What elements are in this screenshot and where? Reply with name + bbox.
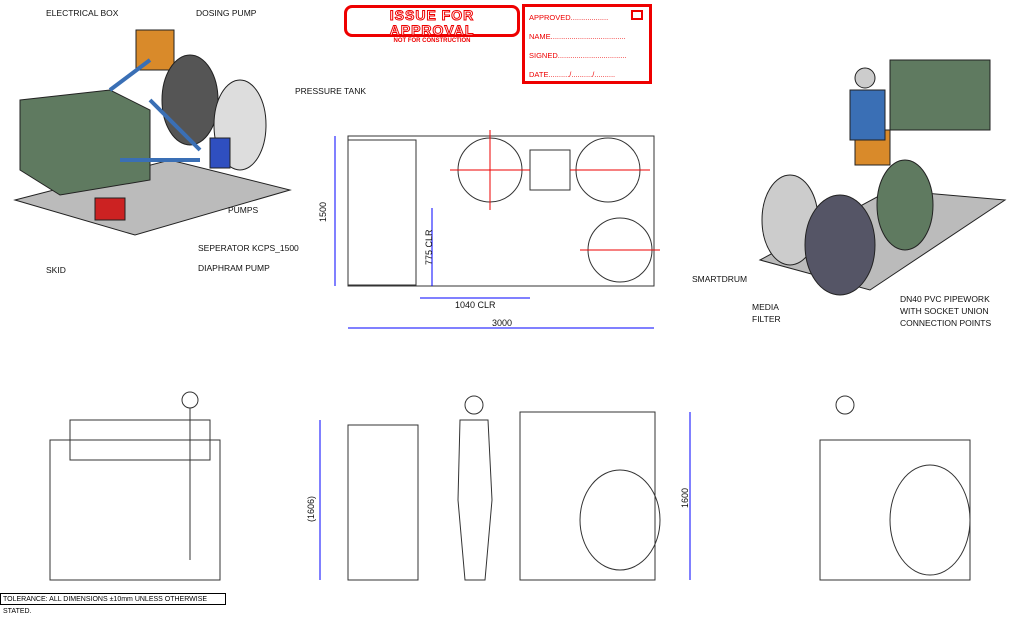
dim-775-clr: 775 CLR xyxy=(424,229,434,265)
isometric-view-left xyxy=(13,29,292,236)
label-media-filter-2: FILTER xyxy=(752,314,781,324)
tolerance-note: TOLERANCE: ALL DIMENSIONS ±10mm UNLESS O… xyxy=(0,593,226,615)
dim-1600: 1600 xyxy=(680,487,690,508)
approved-checkbox[interactable] xyxy=(631,10,643,20)
label-pressure-tank: PRESSURE TANK xyxy=(295,86,367,96)
label-pipework-3: CONNECTION POINTS xyxy=(900,318,992,328)
dim-3000: 3000 xyxy=(492,318,513,328)
label-pipework-1: DN40 PVC PIPEWORK xyxy=(900,294,990,304)
label-separator: SEPERATOR KCPS_1500 xyxy=(198,243,299,253)
approval-box: APPROVED.................. NAME.........… xyxy=(522,4,652,84)
label-smartdrum: SMARTDRUM xyxy=(692,274,748,284)
label-pipework-2: WITH SOCKET UNION xyxy=(900,306,989,316)
dim-1500: 1500 xyxy=(318,201,328,222)
stamp-title: ISSUE FOR APPROVAL xyxy=(389,7,475,38)
label-dosing-pump: DOSING PUMP xyxy=(196,8,257,18)
dim-1040-clr: 1040 CLR xyxy=(455,300,496,310)
label-skid: SKID xyxy=(46,265,66,275)
signed-field: SIGNED................................. xyxy=(529,51,627,60)
label-diaphragm-pump: DIAPHRAM PUMP xyxy=(198,263,270,273)
name-field: NAME.................................... xyxy=(529,32,626,41)
label-pumps: PUMPS xyxy=(228,205,259,215)
date-field: DATE........../........../.......... xyxy=(529,70,616,79)
dim-1606: (1606) xyxy=(306,495,316,522)
plan-view xyxy=(334,130,660,329)
elevation-views xyxy=(49,391,971,581)
label-media-filter-1: MEDIA xyxy=(752,302,779,312)
approval-stamp: ISSUE FOR APPROVAL NOT FOR CONSTRUCTION xyxy=(344,5,520,44)
stamp-subtitle: NOT FOR CONSTRUCTION xyxy=(393,38,471,44)
isometric-view-right xyxy=(758,59,1007,296)
label-electrical-box: ELECTRICAL BOX xyxy=(46,8,119,18)
approved-field: APPROVED.................. xyxy=(529,13,609,22)
